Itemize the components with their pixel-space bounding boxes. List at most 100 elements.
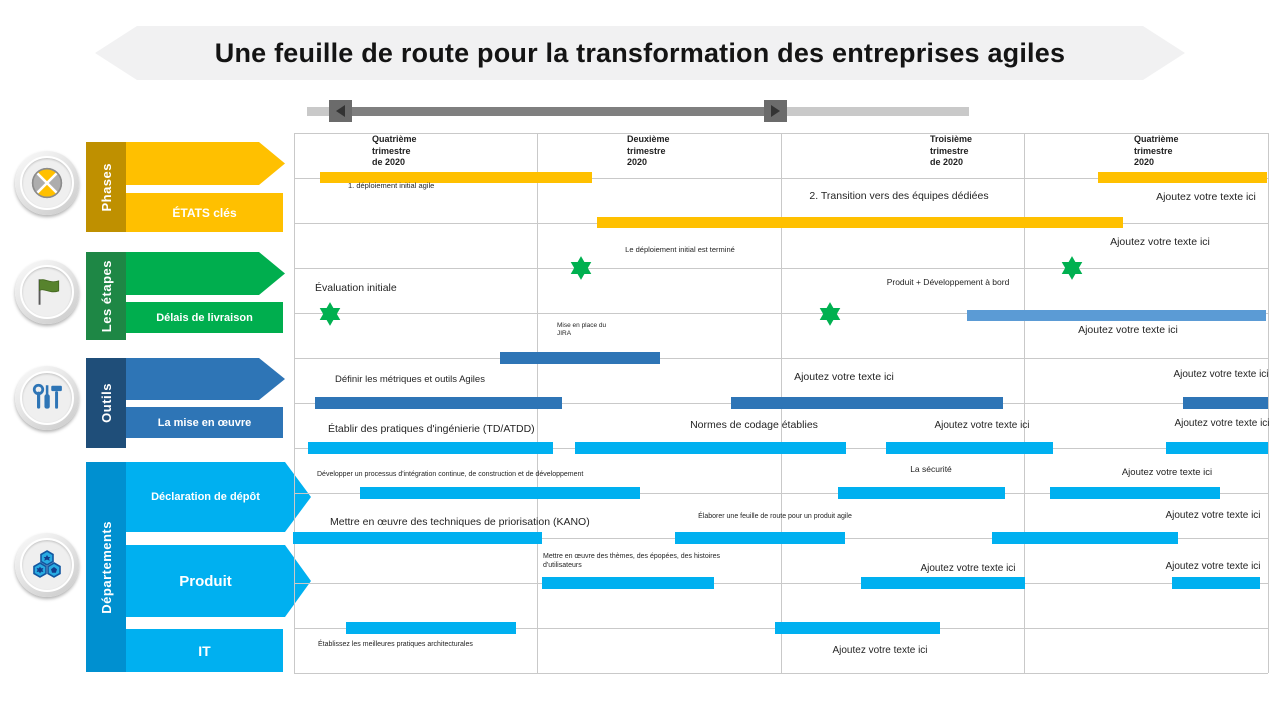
quarter-header: Deuxième trimestre 2020: [627, 134, 670, 168]
sidebar-item-label: IT: [198, 642, 211, 659]
hexagons-icon: [33, 550, 61, 578]
milestone-star-icon: [570, 256, 592, 280]
chart-label: Définir les métriques et outils Agiles: [335, 374, 485, 385]
sidebar-item-etats-cles: ÉTATS clés: [126, 193, 283, 232]
grid-column-line: [1024, 133, 1025, 673]
quarter-header: Quatrième trimestre 2020: [1134, 134, 1179, 168]
chart-label: Mettre en œuvre des thèmes, des épopées,…: [543, 553, 721, 569]
gantt-bar: [542, 577, 714, 589]
quarter-header: Quatrième trimestre de 2020: [372, 134, 417, 168]
chart-label: Ajoutez votre texte ici: [1121, 467, 1213, 478]
gantt-bar: [967, 310, 1266, 321]
sidebar-item-produit: Produit: [126, 545, 311, 617]
chart-label: Ajoutez votre texte ici: [1078, 324, 1178, 336]
departements-badge: [15, 533, 79, 597]
chart-label: Ajoutez votre texte ici: [1165, 510, 1261, 521]
sidebar-item-label: Délais de livraison: [156, 311, 253, 324]
sidebar-tab-label: Les étapes: [98, 259, 114, 333]
chart-label: Ajoutez votre texte ici: [920, 563, 1016, 574]
chart-label: Ajoutez votre texte ici: [934, 420, 1030, 431]
grid-column-line: [294, 133, 295, 673]
gantt-bar: [320, 172, 592, 183]
sidebar-tab-departements: Départements: [86, 462, 126, 672]
milestone-star-icon: [819, 302, 841, 326]
sidebar-item-mise-en-oeuvre: La mise en œuvre: [126, 407, 283, 438]
tools-icon: [32, 383, 62, 409]
scroll-left-arrow-icon: [336, 105, 345, 117]
chart-label: Mettre en œuvre des techniques de priori…: [330, 516, 590, 528]
sidebar-item-label: Déclaration de dépôt: [151, 491, 260, 503]
gantt-bar: [575, 442, 846, 454]
phases-badge: [15, 151, 79, 215]
gantt-bar: [346, 622, 516, 634]
gantt-bar: [992, 532, 1178, 544]
scroll-right-button[interactable]: [764, 100, 787, 122]
gantt-bar: [1050, 487, 1220, 499]
gantt-bar: [1172, 577, 1260, 589]
etapes-badge: [15, 260, 79, 324]
sidebar-item-label: Produit: [179, 572, 232, 590]
sidebar-item-label: ÉTATS clés: [172, 205, 237, 220]
grid-row-line: [294, 673, 1268, 674]
sidebar-tab-etapes: Les étapes: [86, 252, 126, 340]
chart-label: Ajoutez votre texte ici: [1156, 191, 1256, 203]
chart-label: Ajoutez votre texte ici: [1165, 561, 1261, 572]
gantt-bar: [293, 532, 542, 544]
sidebar-tab-label: Outils: [98, 383, 114, 423]
chart-label: Établir des pratiques d'ingénierie (TD/A…: [328, 423, 535, 435]
sidebar-tab-outils: Outils: [86, 358, 126, 448]
gantt-bar: [1098, 172, 1267, 183]
gantt-bar: [360, 487, 640, 499]
flag-icon: [38, 279, 60, 305]
sidebar-tab-label: Phases: [98, 162, 114, 212]
scroll-right-arrow-icon: [771, 105, 780, 117]
gantt-bar: [500, 352, 660, 364]
grid-column-line: [1268, 133, 1269, 673]
gantt-bar: [838, 487, 1005, 499]
sidebar-item-label: La mise en œuvre: [157, 416, 252, 429]
quarter-header: Troisième trimestre de 2020: [930, 134, 973, 168]
chart-label: Produit + Développement à bord: [886, 277, 1010, 287]
chart-label: Ajoutez votre texte ici: [832, 645, 928, 656]
sidebar-item-declaration: Déclaration de dépôt: [126, 462, 311, 532]
gantt-bar: [597, 217, 1123, 228]
chart-label: Normes de codage établies: [690, 419, 818, 431]
gantt-bar: [1183, 397, 1268, 409]
chart-label: Ajoutez votre texte ici: [1173, 369, 1269, 380]
gantt-bar: [308, 442, 553, 454]
page-title: Une feuille de route pour la transformat…: [214, 37, 1066, 68]
chart-label: Développer un processus d'intégration co…: [317, 471, 584, 478]
sidebar-tab-label: Départements: [98, 520, 114, 614]
phases-arrow-shape: [126, 142, 285, 185]
gantt-bar: [861, 577, 1025, 589]
milestone-star-icon: [319, 302, 341, 326]
gantt-bar: [315, 397, 562, 409]
medal-x-icon: [31, 167, 63, 199]
sidebar-tab-phases: Phases: [86, 142, 126, 232]
chart-label: 2. Transition vers des équipes dédiées: [809, 190, 989, 202]
gantt-bar: [1166, 442, 1268, 454]
gantt-bar: [675, 532, 845, 544]
etapes-arrow-shape: [126, 252, 285, 295]
chart-label: Établissez les meilleures pratiques arch…: [318, 641, 473, 648]
title-banner: Une feuille de route pour la transformat…: [95, 26, 1185, 80]
chart-label: Ajoutez votre texte ici: [794, 371, 894, 383]
milestone-star-icon: [1061, 256, 1083, 280]
gantt-bar: [886, 442, 1053, 454]
gantt-bar: [731, 397, 1003, 409]
scroll-left-button[interactable]: [329, 100, 352, 122]
chart-label: Élaborer une feuille de route pour un pr…: [698, 513, 852, 520]
sidebar-item-delais: Délais de livraison: [126, 302, 283, 333]
chart-label: Le déploiement initial est terminé: [625, 245, 735, 254]
chart-label: 1. déploiement initial agile: [348, 181, 435, 190]
sidebar-item-it: IT: [126, 629, 283, 672]
chart-label: Ajoutez votre texte ici: [1174, 418, 1270, 429]
chart-label: Mise en place du JIRA: [557, 322, 607, 338]
gantt-bar: [775, 622, 940, 634]
chart-label: Évaluation initiale: [315, 282, 397, 294]
outils-arrow-shape: [126, 358, 285, 400]
chart-label: Ajoutez votre texte ici: [1110, 236, 1210, 248]
timeline-scrollbar-handle[interactable]: [329, 107, 787, 116]
chart-label: La sécurité: [910, 464, 952, 474]
